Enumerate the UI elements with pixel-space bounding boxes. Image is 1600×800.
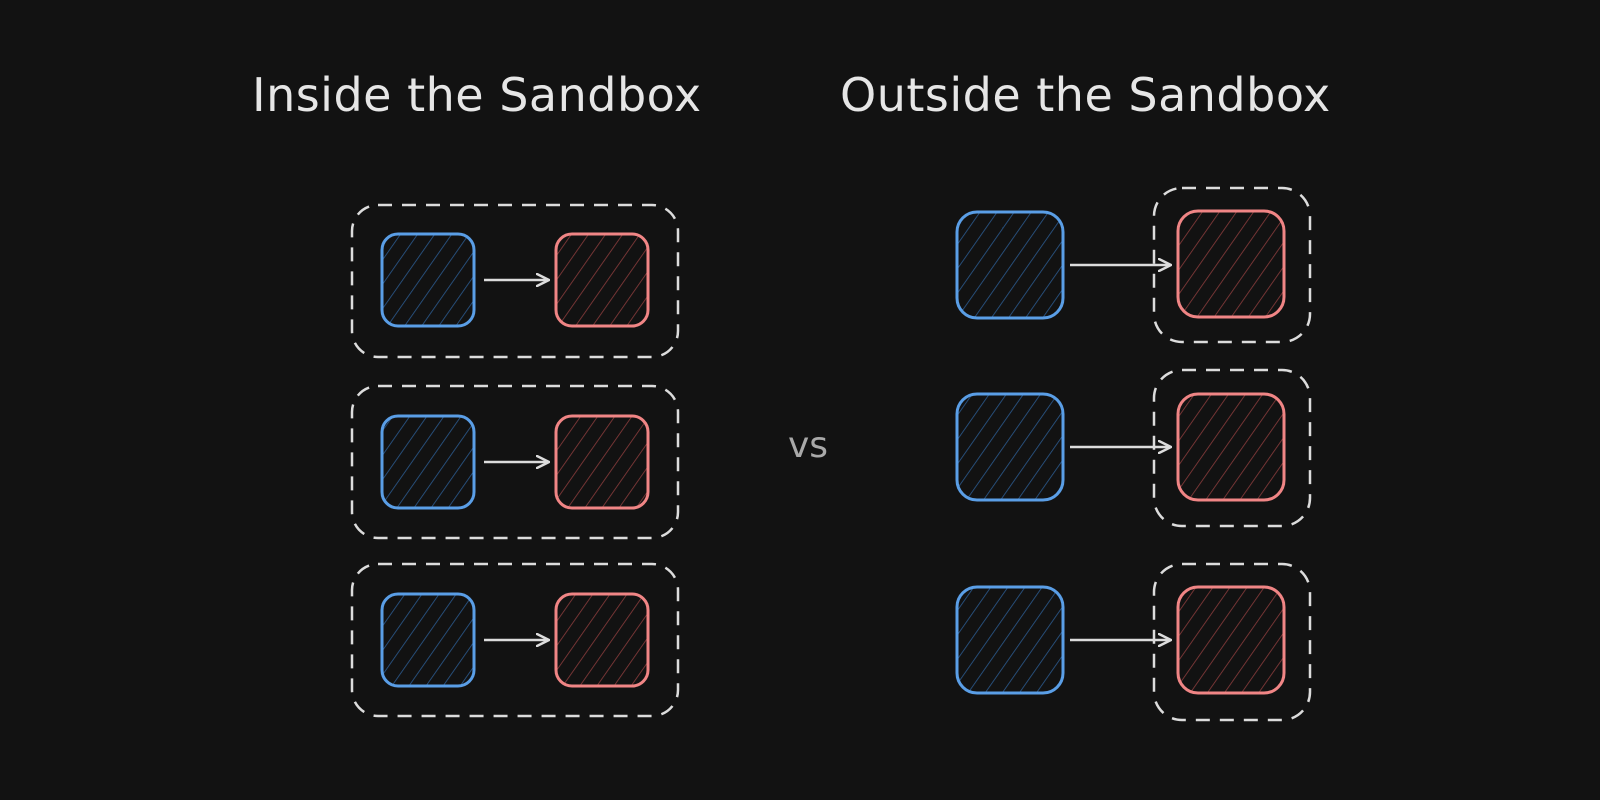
target-box [1176, 392, 1286, 502]
vs-label: vs [788, 425, 829, 466]
source-box [955, 392, 1065, 502]
target-box [554, 592, 650, 688]
sandbox-boundary [1152, 186, 1312, 344]
target-box [554, 414, 650, 510]
outside-row-3 [955, 562, 1312, 722]
sandbox-boundary [350, 203, 680, 359]
outside-row-2 [955, 368, 1312, 528]
source-box [380, 232, 476, 328]
target-box [554, 232, 650, 328]
inside-row-2 [350, 384, 680, 540]
title-outside-sandbox: Outside the Sandbox [840, 68, 1331, 122]
sandbox-boundary [350, 384, 680, 540]
source-box [380, 592, 476, 688]
inside-row-3 [350, 562, 680, 718]
target-box [1176, 209, 1286, 319]
title-inside-sandbox: Inside the Sandbox [252, 68, 702, 122]
outside-row-1 [955, 186, 1312, 344]
source-box [955, 210, 1065, 320]
sandbox-boundary [1152, 368, 1312, 528]
sandbox-boundary [1152, 562, 1312, 722]
target-box [1176, 585, 1286, 695]
sandbox-boundary [350, 562, 680, 718]
source-box [955, 585, 1065, 695]
source-box [380, 414, 476, 510]
inside-row-1 [350, 203, 680, 359]
